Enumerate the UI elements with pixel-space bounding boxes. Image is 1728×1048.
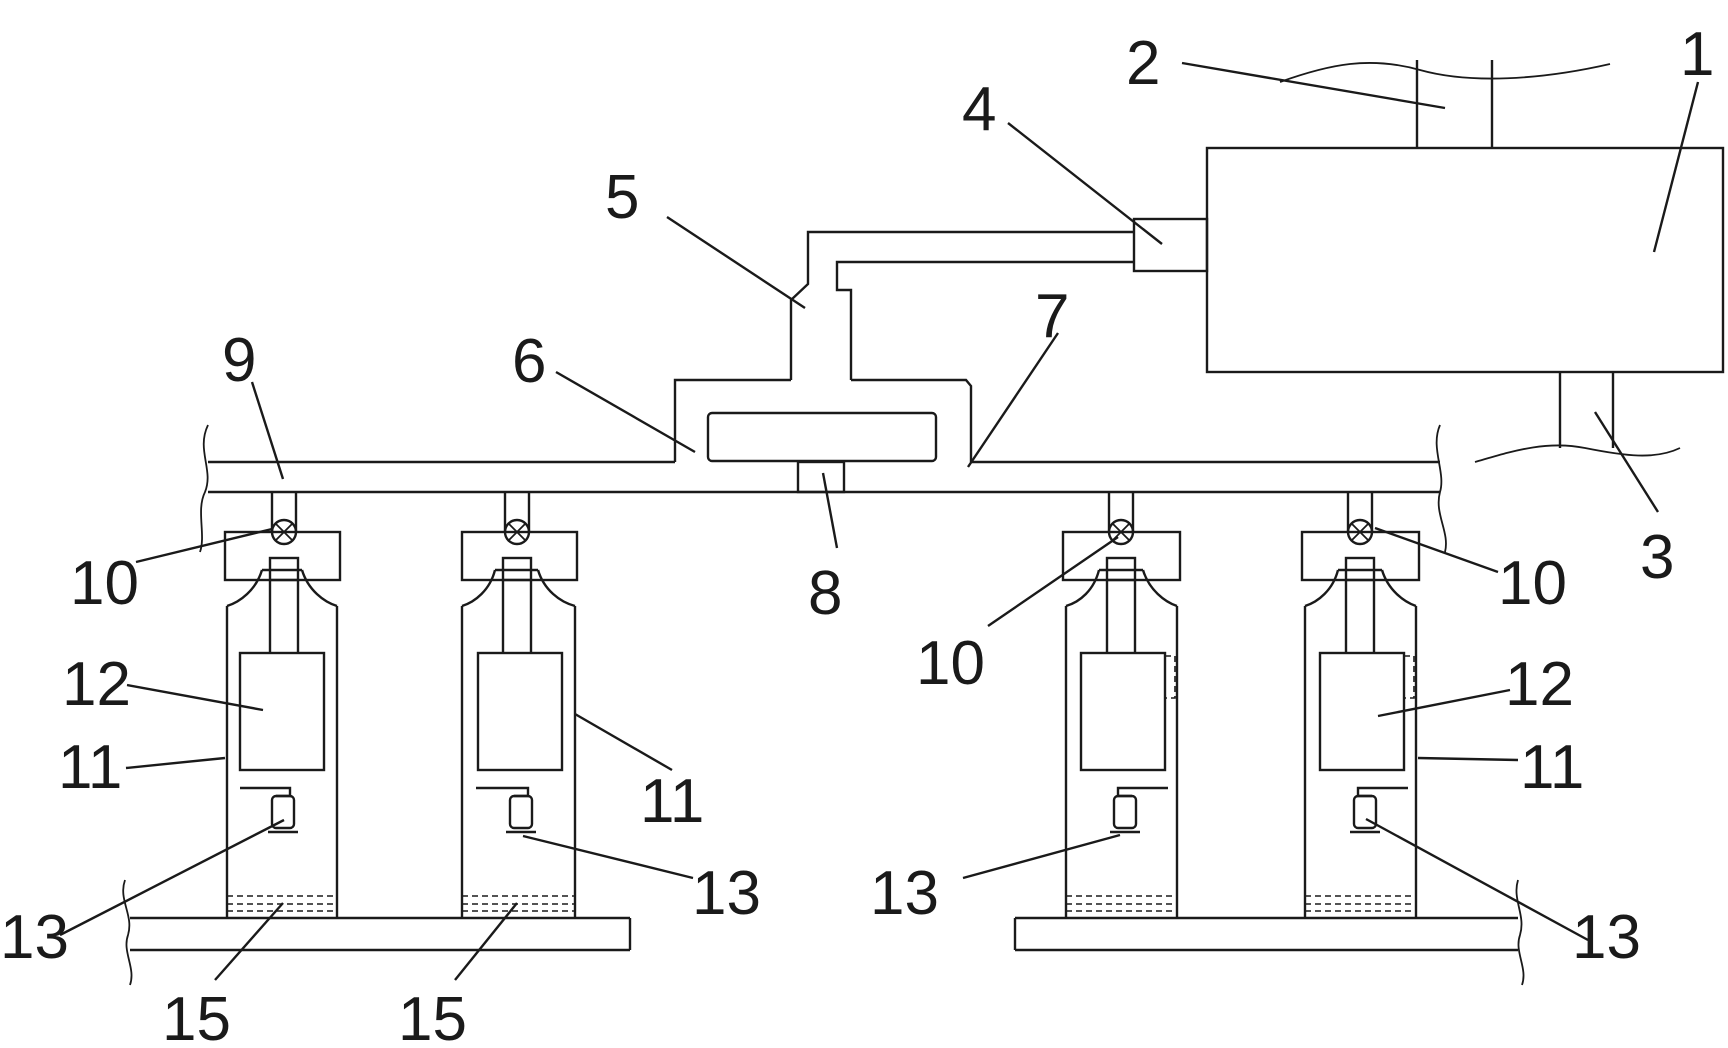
label-15-b: 15 [398, 985, 467, 1048]
component-12-a [238, 651, 326, 772]
main-pipe [199, 424, 1447, 553]
label-13-b: 13 [692, 859, 761, 928]
label-2: 2 [1126, 29, 1160, 98]
manifold-housing [673, 378, 973, 462]
pipe-2 [1279, 60, 1611, 148]
component-5-conduit-inner [835, 260, 1134, 380]
label-12-b: 12 [1505, 650, 1574, 719]
label-11-b: 11 [640, 767, 704, 836]
label-13-d: 13 [1572, 903, 1641, 972]
cylinder-unit-3 [1061, 492, 1182, 918]
label-13-a: 13 [0, 903, 69, 972]
label-10-a: 10 [70, 549, 139, 618]
label-3: 3 [1640, 523, 1674, 592]
valve-10-a [270, 518, 298, 546]
manifold-chamber [706, 411, 938, 463]
cylinder-unit-1 [223, 492, 342, 918]
label-7: 7 [1035, 282, 1069, 351]
label-15-a: 15 [162, 985, 231, 1048]
leader-lines [59, 61, 1700, 981]
component-1-box [1205, 146, 1725, 374]
label-11-a: 11 [58, 733, 122, 802]
label-4: 4 [962, 75, 996, 144]
label-10-b: 10 [1498, 549, 1567, 618]
base-plate-left [122, 879, 632, 986]
label-6: 6 [512, 327, 546, 396]
reference-numerals: 1 2 3 4 5 6 7 8 9 10 10 10 11 11 11 12 1… [0, 20, 1714, 1048]
label-10-c: 10 [916, 629, 985, 698]
cylinder-unit-4 [1300, 492, 1421, 918]
label-12-a: 12 [62, 650, 131, 719]
label-8: 8 [808, 559, 842, 628]
label-1: 1 [1680, 20, 1714, 89]
component-8-outlet [796, 460, 846, 494]
label-13-c: 13 [870, 859, 939, 928]
label-9: 9 [222, 326, 256, 395]
cylinder-unit-2 [460, 492, 579, 918]
component-5-conduit-outer [789, 230, 1134, 380]
label-11-c: 11 [1520, 733, 1584, 802]
pipe-3 [1474, 372, 1681, 463]
label-5: 5 [605, 163, 639, 232]
base-plate-right [1013, 879, 1525, 986]
component-4-connector [1132, 217, 1209, 273]
